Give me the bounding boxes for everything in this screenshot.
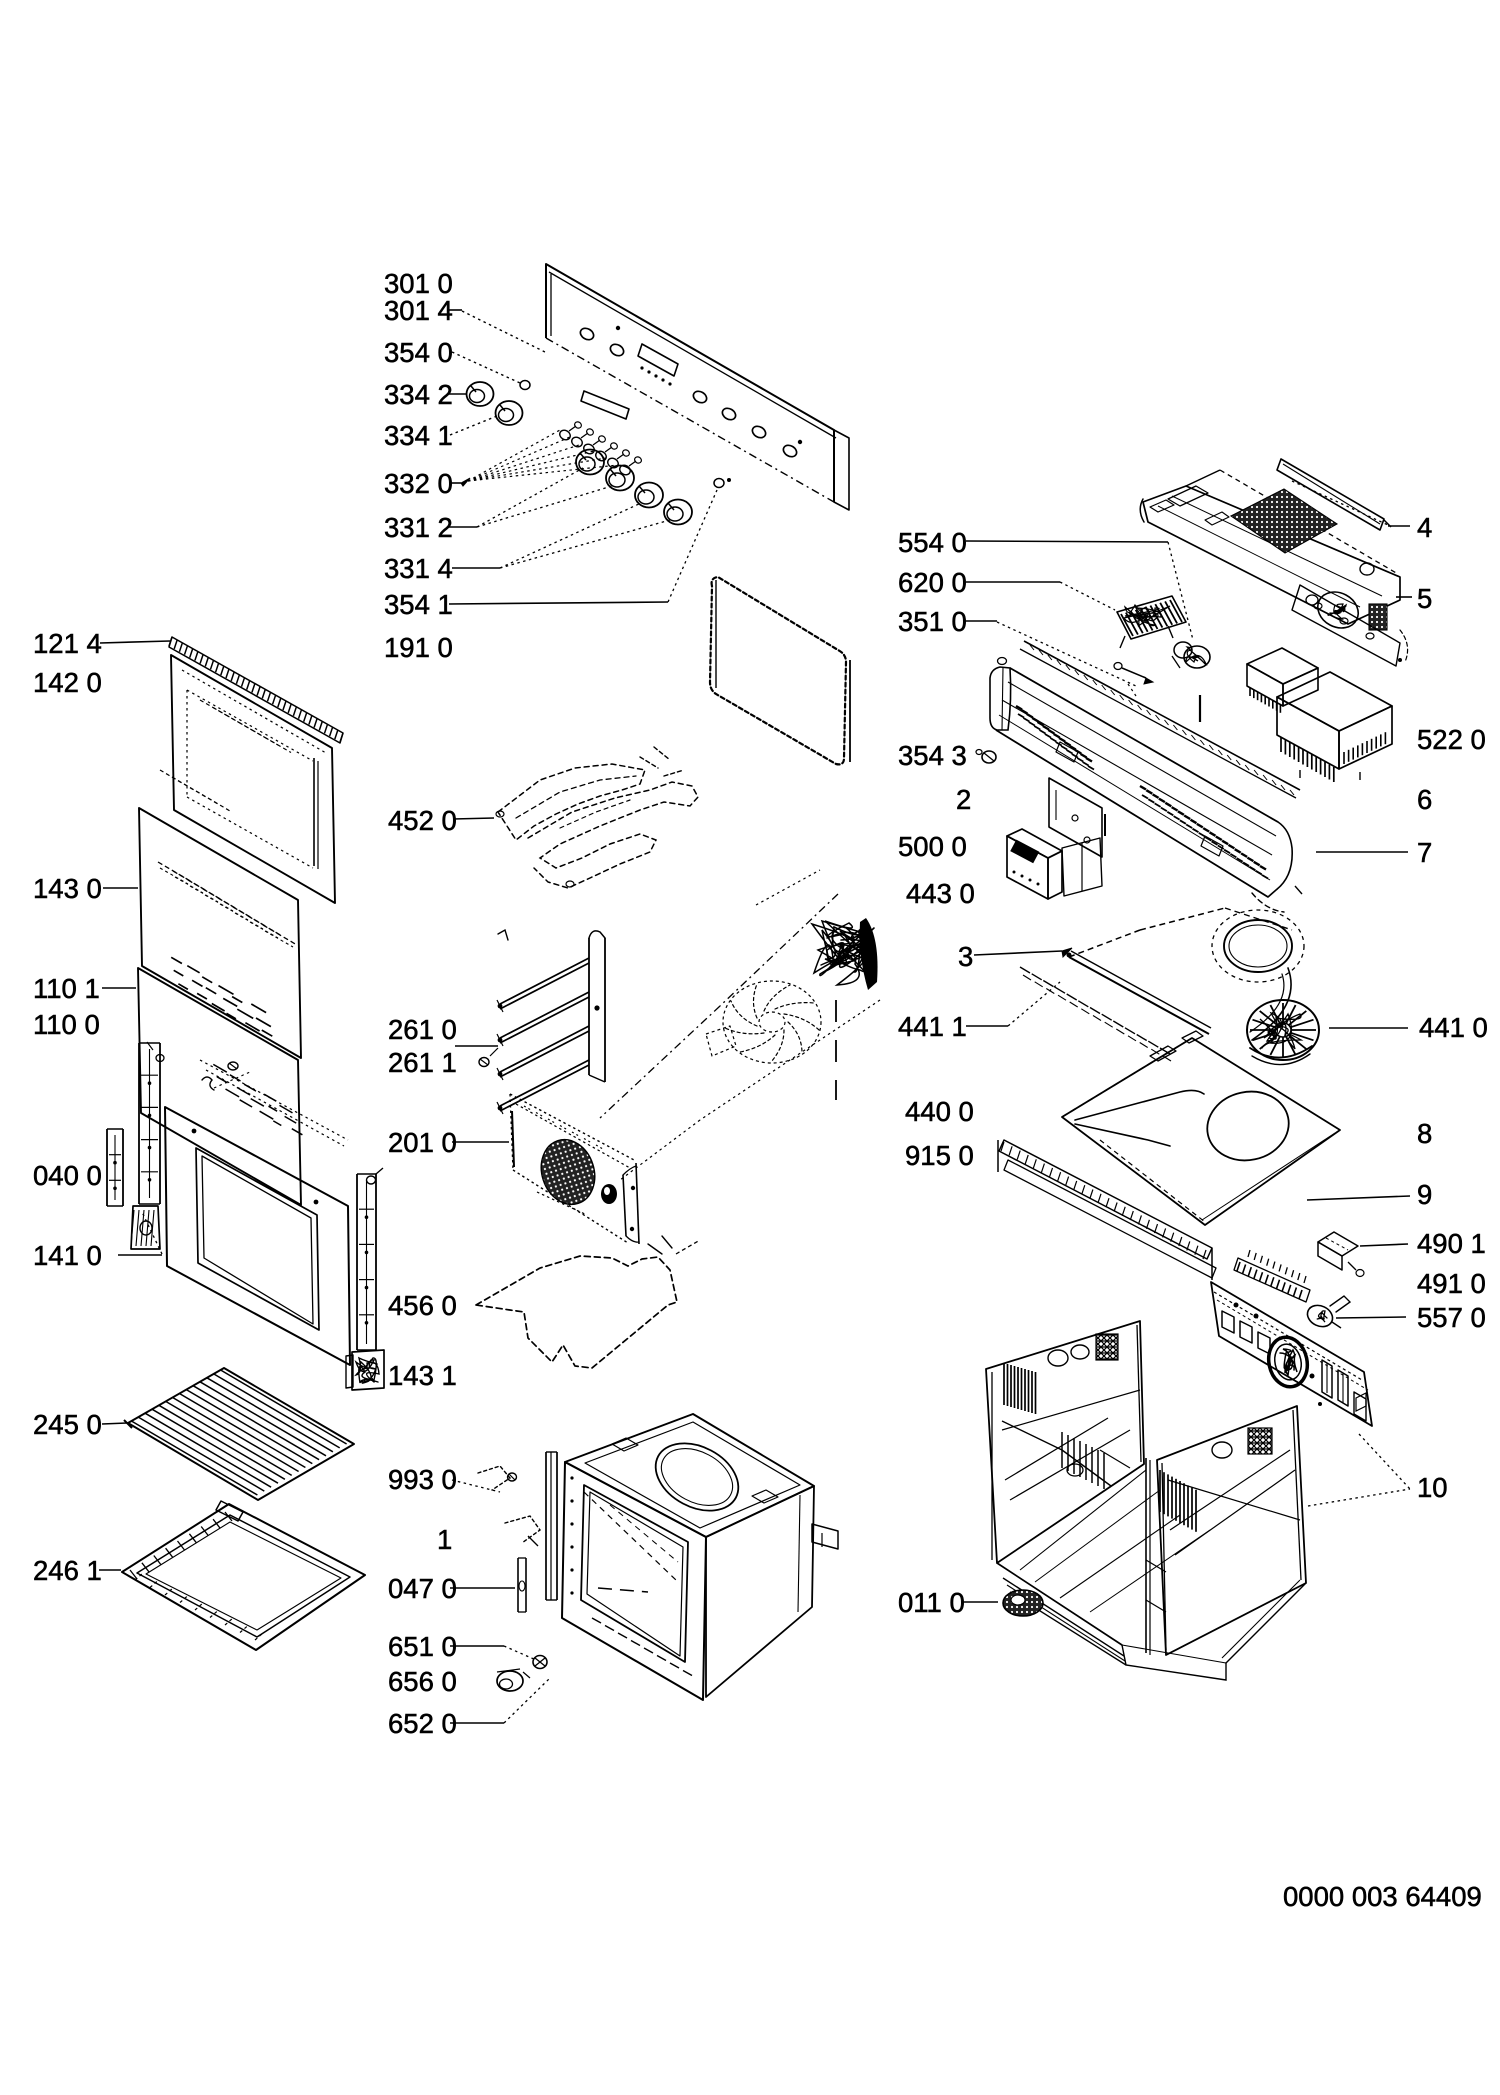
svg-text:9: 9 bbox=[1417, 1179, 1432, 1210]
svg-text:557 0: 557 0 bbox=[1417, 1302, 1486, 1333]
svg-text:491 0: 491 0 bbox=[1417, 1268, 1486, 1299]
svg-text:331 2: 331 2 bbox=[384, 512, 453, 543]
svg-text:554 0: 554 0 bbox=[898, 527, 967, 558]
svg-text:040 0: 040 0 bbox=[33, 1160, 102, 1191]
svg-text:354 1: 354 1 bbox=[384, 589, 453, 620]
svg-text:6: 6 bbox=[1417, 784, 1432, 815]
svg-text:121 4: 121 4 bbox=[33, 628, 102, 659]
svg-text:993 0: 993 0 bbox=[388, 1464, 457, 1495]
svg-text:351 0: 351 0 bbox=[898, 606, 967, 637]
svg-text:652 0: 652 0 bbox=[388, 1708, 457, 1739]
svg-text:301 0: 301 0 bbox=[384, 268, 453, 299]
svg-text:143 1: 143 1 bbox=[388, 1360, 457, 1391]
svg-text:261 1: 261 1 bbox=[388, 1047, 457, 1078]
svg-text:452 0: 452 0 bbox=[388, 805, 457, 836]
svg-text:334 1: 334 1 bbox=[384, 420, 453, 451]
svg-text:110 0: 110 0 bbox=[33, 1009, 100, 1040]
svg-text:3: 3 bbox=[958, 941, 973, 972]
svg-text:456 0: 456 0 bbox=[388, 1290, 457, 1321]
svg-text:261 0: 261 0 bbox=[388, 1014, 457, 1045]
svg-text:142 0: 142 0 bbox=[33, 667, 102, 698]
svg-text:110 1: 110 1 bbox=[33, 973, 100, 1004]
svg-text:522 0: 522 0 bbox=[1417, 724, 1486, 755]
svg-text:443 0: 443 0 bbox=[906, 878, 975, 909]
svg-text:245 0: 245 0 bbox=[33, 1409, 102, 1440]
svg-text:4: 4 bbox=[1417, 512, 1432, 543]
svg-text:8: 8 bbox=[1417, 1118, 1432, 1149]
svg-text:7: 7 bbox=[1417, 837, 1432, 868]
svg-text:5: 5 bbox=[1417, 583, 1432, 614]
svg-text:334 2: 334 2 bbox=[384, 379, 453, 410]
svg-text:047 0: 047 0 bbox=[388, 1573, 457, 1604]
svg-text:201 0: 201 0 bbox=[388, 1127, 457, 1158]
svg-text:441 0: 441 0 bbox=[1419, 1012, 1488, 1043]
svg-text:490 1: 490 1 bbox=[1417, 1228, 1486, 1259]
svg-text:331 4: 331 4 bbox=[384, 553, 453, 584]
svg-text:354 3: 354 3 bbox=[898, 740, 967, 771]
svg-text:500 0: 500 0 bbox=[898, 831, 967, 862]
svg-text:656 0: 656 0 bbox=[388, 1666, 457, 1697]
svg-text:651 0: 651 0 bbox=[388, 1631, 457, 1662]
svg-text:354 0: 354 0 bbox=[384, 337, 453, 368]
svg-text:141 0: 141 0 bbox=[33, 1240, 102, 1271]
svg-text:441 1: 441 1 bbox=[898, 1011, 967, 1042]
svg-text:620 0: 620 0 bbox=[898, 567, 967, 598]
svg-text:191 0: 191 0 bbox=[384, 632, 453, 663]
svg-text:915 0: 915 0 bbox=[905, 1140, 974, 1171]
svg-text:301 4: 301 4 bbox=[384, 295, 453, 326]
svg-text:143 0: 143 0 bbox=[33, 873, 102, 904]
svg-text:10: 10 bbox=[1417, 1472, 1448, 1503]
svg-text:440 0: 440 0 bbox=[905, 1096, 974, 1127]
svg-text:246 1: 246 1 bbox=[33, 1555, 102, 1586]
svg-text:1: 1 bbox=[437, 1524, 452, 1555]
svg-text:0000 003 64409: 0000 003 64409 bbox=[1283, 1881, 1482, 1912]
svg-text:332 0: 332 0 bbox=[384, 468, 453, 499]
svg-text:011 0: 011 0 bbox=[898, 1587, 965, 1618]
svg-text:2: 2 bbox=[956, 784, 971, 815]
